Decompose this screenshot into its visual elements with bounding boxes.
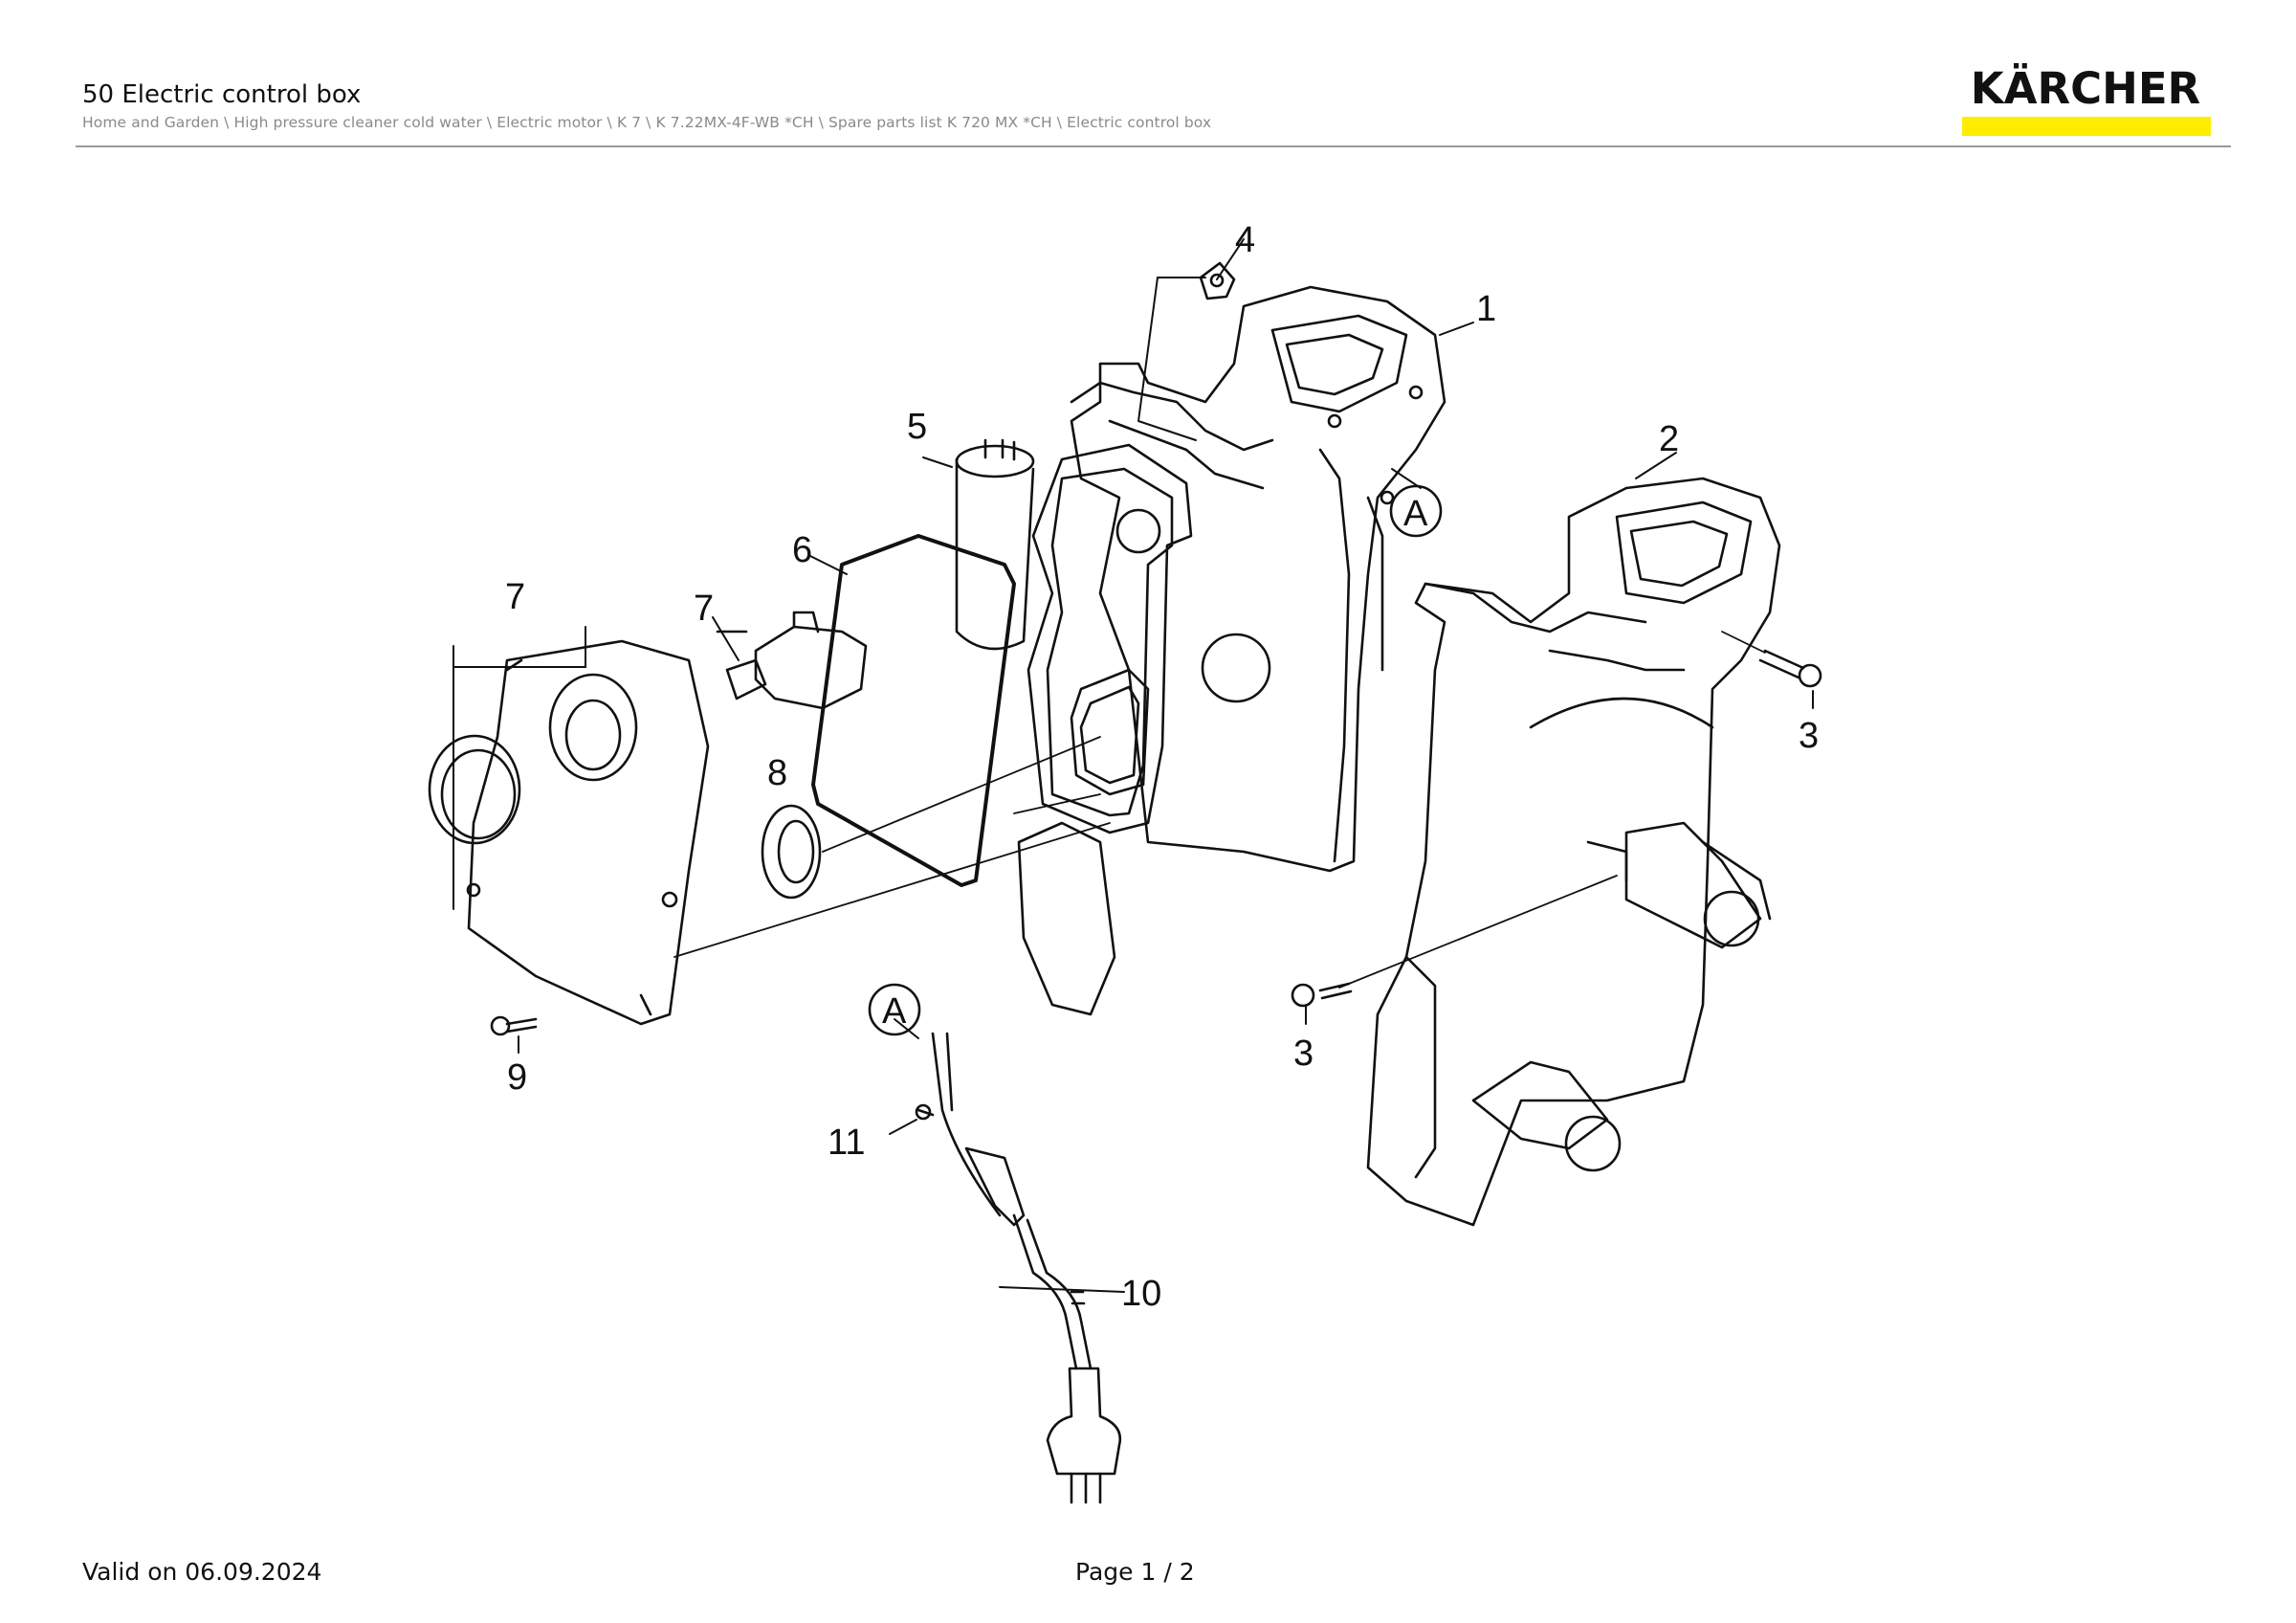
assembly-lines [673,631,1766,989]
callout-3-lower: 3 [1293,1034,1314,1074]
leader-lines [453,238,1814,1293]
marker-A-lower: A [882,991,907,1032]
callout-3-right: 3 [1799,716,1819,756]
part-7-front-cover [428,639,710,1026]
valid-date: Valid on 06.09.2024 [82,1558,322,1586]
logo-yellow-bar [1962,117,2211,136]
breadcrumb: Home and Garden \ High pressure cleaner … [82,114,1212,131]
callout-1: 1 [1476,289,1496,329]
callout-10: 10 [1121,1274,1161,1314]
marker-A-circles [868,484,1443,1036]
part-1-housing [1070,285,1446,873]
callout-7-cover: 7 [505,577,525,617]
part-10-power-cable [931,1032,1122,1504]
part-7-switch [716,611,868,710]
part-2-cover [1366,477,1781,1227]
part-4-clip [1199,261,1236,300]
part-6-gasket [811,534,1016,887]
callout-4: 4 [1235,220,1255,260]
part-8-grommet [761,804,822,900]
callout-11: 11 [828,1123,865,1163]
header-divider [76,145,2231,147]
callout-6: 6 [792,530,812,570]
callout-8: 8 [767,753,787,793]
page-title: 50 Electric control box [82,80,362,109]
screws [490,649,1822,1121]
callout-5: 5 [907,407,927,447]
callout-9: 9 [507,1057,527,1098]
callout-2: 2 [1659,419,1679,459]
callout-7-switch: 7 [694,589,714,629]
callout-labels: 1 2 3 3 4 5 6 7 7 8 9 10 11 A A [505,220,1819,1314]
karcher-logo: KÄRCHER [1960,63,2211,138]
marker-A-upper: A [1403,494,1428,534]
part-5-capacitor [955,438,1035,651]
page-number: Page 1 / 2 [1075,1558,1195,1586]
logo-wordmark: KÄRCHER [1970,63,2201,114]
housing-cover-plate [1017,443,1193,1016]
